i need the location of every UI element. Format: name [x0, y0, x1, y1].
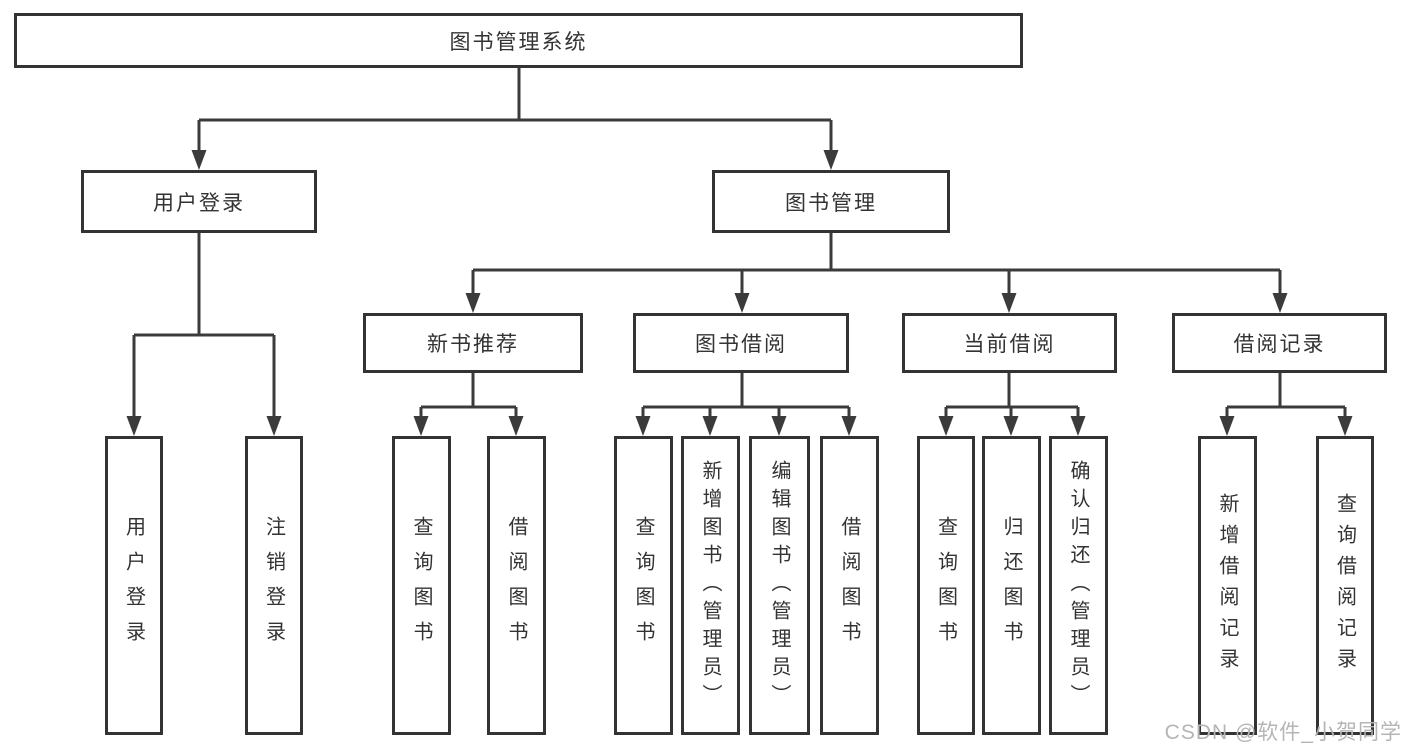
node-label: 用户登录 — [122, 515, 145, 656]
node-borrow-records: 借阅记录 — [1172, 313, 1387, 373]
leaf-borrow-books-recommend: 借阅图书 — [487, 436, 546, 735]
leaf-return-books: 归还图书 — [982, 436, 1041, 735]
node-label: 图书管理系统 — [449, 30, 588, 54]
connector-current-borrow-group — [938, 373, 1086, 436]
node-new-book-recommend: 新书推荐 — [363, 313, 583, 373]
node-label: 图书管理 — [785, 191, 877, 215]
leaf-query-borrow-record: 查询借阅记录 — [1316, 436, 1374, 735]
node-label: 查询借阅记录 — [1333, 492, 1356, 679]
connector-borrow-record-group — [1219, 373, 1353, 436]
node-label: 确认归还（管理员） — [1067, 459, 1089, 712]
leaf-edit-books-admin: 编辑图书（管理员） — [749, 436, 810, 735]
node-label: 借阅记录 — [1233, 333, 1326, 356]
leaf-query-books-borrow: 查询图书 — [614, 436, 673, 735]
connector-book-borrow-group — [635, 373, 857, 436]
leaf-borrow-books-borrow: 借阅图书 — [820, 436, 879, 735]
node-label: 查询图书 — [410, 515, 432, 656]
node-label: 注销登录 — [262, 515, 285, 656]
node-label: 查询图书 — [632, 515, 654, 656]
leaf-add-books-admin: 新增图书（管理员） — [681, 436, 740, 735]
node-label: 图书借阅 — [695, 333, 787, 356]
node-label: 归还图书 — [1000, 515, 1022, 656]
node-library-management-system: 图书管理系统 — [14, 13, 1023, 68]
leaf-confirm-return-admin: 确认归还（管理员） — [1049, 436, 1108, 735]
connector-root-to-level2 — [191, 68, 839, 170]
leaf-query-books-current: 查询图书 — [917, 436, 975, 735]
node-user-login: 用户登录 — [81, 170, 317, 233]
node-book-borrow: 图书借阅 — [633, 313, 849, 373]
connector-user-login-group — [126, 233, 282, 436]
connector-new-book-group — [413, 373, 524, 436]
node-current-borrow: 当前借阅 — [902, 313, 1117, 373]
node-label: 借阅图书 — [838, 515, 860, 656]
node-label: 当前借阅 — [963, 333, 1056, 356]
node-label: 查询图书 — [934, 515, 957, 656]
leaf-user-login: 用户登录 — [105, 436, 163, 735]
connector-book-management-to-level3 — [465, 233, 1288, 313]
node-label: 新增图书（管理员） — [699, 459, 721, 712]
leaf-add-borrow-record: 新增借阅记录 — [1198, 436, 1257, 735]
node-label: 编辑图书（管理员） — [768, 459, 790, 712]
node-label: 新书推荐 — [427, 333, 519, 356]
leaf-query-books-recommend: 查询图书 — [392, 436, 451, 735]
leaf-logout: 注销登录 — [245, 436, 303, 735]
node-label: 借阅图书 — [505, 515, 527, 656]
node-label: 新增借阅记录 — [1216, 492, 1238, 679]
node-book-management: 图书管理 — [712, 170, 950, 233]
node-label: 用户登录 — [153, 191, 245, 215]
csdn-watermark: CSDN @软件_小贺同学 — [1164, 721, 1402, 744]
